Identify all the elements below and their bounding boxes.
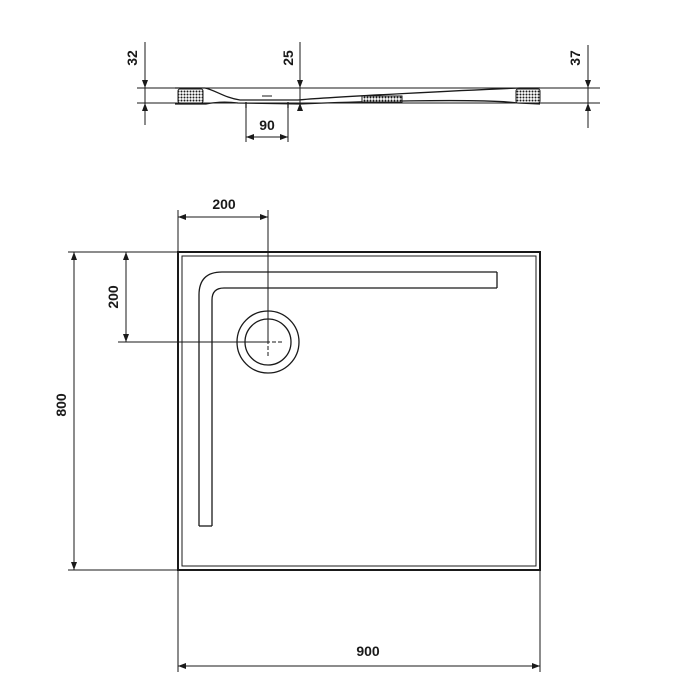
tray-outline [177, 251, 541, 571]
right-foot-hatch [515, 88, 541, 104]
tray-section-outline [175, 87, 540, 101]
dim-drain-offset-y: 200 [105, 285, 121, 309]
dim-side-center: 25 [280, 50, 296, 66]
dim-tray-width: 900 [356, 643, 380, 659]
dim-drain-offset-x: 200 [212, 196, 236, 212]
section-view: 32 25 37 90 [124, 42, 600, 142]
dim-side-right: 37 [567, 50, 583, 66]
dim-tray-depth: 800 [53, 393, 69, 417]
plan-view: 200 200 800 900 [53, 196, 541, 672]
middle-slope-hatch [361, 95, 403, 103]
channel-outer [198, 271, 497, 526]
dim-side-left: 32 [124, 50, 140, 66]
left-foot-hatch [177, 88, 204, 104]
channel-inner [211, 287, 497, 526]
dim-drain-width: 90 [259, 117, 275, 133]
